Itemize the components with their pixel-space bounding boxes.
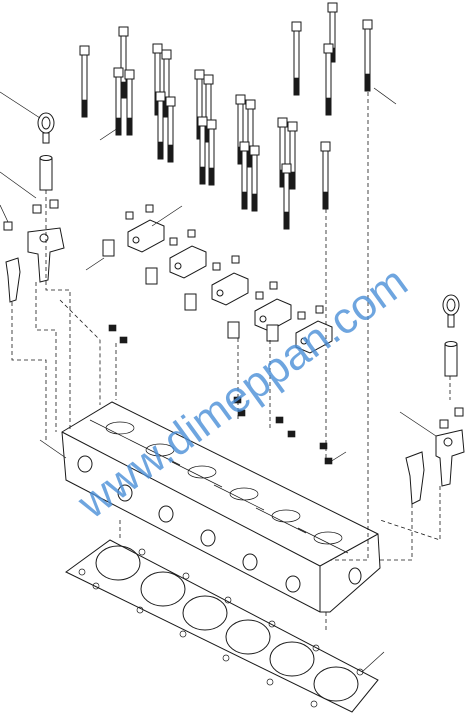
nut-icon <box>3 199 59 231</box>
bolt-icon <box>239 141 250 210</box>
bolt-icon <box>327 2 338 63</box>
bolt-icon <box>79 45 90 118</box>
gasket-holes <box>78 548 364 708</box>
bolt-icon <box>165 96 176 163</box>
bolt-icon <box>323 43 334 116</box>
bracket-icon <box>295 320 333 354</box>
bolt-icon <box>249 145 260 212</box>
right-lifting-assembly <box>405 294 465 505</box>
leader-lines <box>0 87 437 673</box>
bracket-icon <box>127 219 165 253</box>
bolt-icon <box>124 69 135 136</box>
bolt-icon <box>113 67 124 136</box>
rocker-brackets <box>127 219 333 354</box>
valve-chambers <box>89 419 349 554</box>
bolt-icon <box>362 19 373 92</box>
cylinder-head <box>61 401 381 613</box>
bracket-icon <box>435 429 465 487</box>
sleeve-icon <box>102 239 279 342</box>
bolt-icon <box>281 163 292 230</box>
gasket-bores <box>95 545 359 702</box>
sleeve-icon <box>39 155 53 191</box>
head-gasket <box>65 539 379 713</box>
bracket-icon <box>254 298 292 332</box>
nut-icon <box>125 204 324 320</box>
bolt-icon <box>291 21 302 96</box>
bolt-icon <box>206 119 217 186</box>
bolt-icon <box>245 99 256 168</box>
bolt-icon <box>155 91 166 160</box>
bracket-icon <box>169 245 207 279</box>
bolt-icon <box>320 141 331 210</box>
cylinder-head-ports <box>77 455 362 593</box>
nuts-and-seals <box>102 204 333 465</box>
lifting-eye-icon <box>442 294 460 328</box>
lifting-eye-icon <box>37 112 55 144</box>
bracket-icon <box>5 257 21 303</box>
bolt-icon <box>287 121 298 190</box>
left-lifting-assembly <box>3 112 65 303</box>
bracket-icon <box>211 272 249 306</box>
bracket-icon <box>405 451 425 505</box>
assembly-guide-lines <box>11 92 451 630</box>
sleeve-icon <box>444 341 458 377</box>
seal-icon <box>108 324 333 465</box>
bolt-icon <box>277 117 288 188</box>
cylinder-head-bolts <box>79 2 373 230</box>
nut-icon <box>439 407 464 429</box>
